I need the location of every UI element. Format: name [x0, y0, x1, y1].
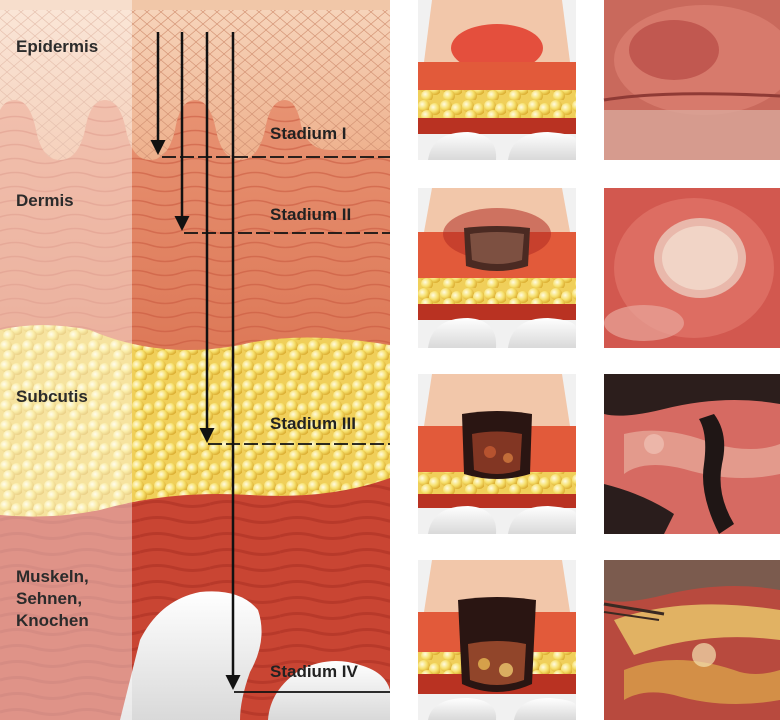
clinical-photos — [603, 0, 780, 720]
stage-label-2: Stadium II — [270, 205, 352, 224]
stage-label-3: Stadium III — [270, 414, 356, 433]
stage-3-illustration — [418, 374, 576, 534]
stage-1-illustration — [418, 0, 576, 160]
stage-2-photo — [604, 188, 780, 348]
pale-overlay — [0, 0, 132, 720]
stage-label-4: Stadium IV — [270, 662, 358, 681]
stage-indicators — [150, 32, 390, 693]
layer-label-subcutis: Subcutis — [16, 387, 88, 406]
stage-4-photo — [603, 560, 780, 720]
layer-label-dermis: Dermis — [16, 191, 74, 210]
stage-2-illustration — [418, 188, 576, 348]
stage-3-photo — [604, 374, 780, 534]
stage-label-1: Stadium I — [270, 124, 347, 143]
subcutis-layer — [0, 325, 390, 517]
bone-right — [268, 661, 390, 720]
stage-illustrations — [418, 0, 576, 720]
stage-4-illustration — [418, 560, 576, 720]
layer-label-epidermis: Epidermis — [16, 37, 99, 56]
stage-1-photo — [603, 0, 780, 160]
skin-cross-section — [0, 0, 390, 720]
layer-label-muscle: Muskeln, Sehnen, Knochen — [16, 567, 89, 630]
